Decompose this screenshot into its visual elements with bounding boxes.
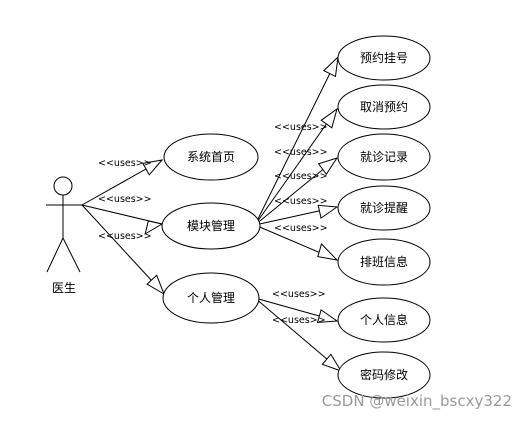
edge-label-actor-modules: <<uses>>	[98, 194, 152, 205]
actor-right-leg	[62, 237, 81, 273]
actor-head	[53, 176, 73, 196]
actor-label: 医生	[52, 281, 76, 295]
use-case-book-shape	[337, 35, 431, 81]
arrowheads	[142, 55, 343, 372]
edge-label-modules-schedule: <<uses>>	[274, 223, 328, 234]
use-case-home-shape	[163, 133, 259, 181]
arrowhead-remind	[317, 204, 339, 219]
use-case-home-label: 系统首页	[187, 150, 235, 164]
edge-label-actor-personal: <<uses>>	[98, 231, 152, 242]
use-case-shapes	[161, 35, 431, 399]
arrowhead-cancel	[320, 107, 338, 129]
edge-label-actor-home: <<uses>>	[98, 158, 152, 169]
actor-left-leg	[46, 237, 64, 273]
edge-label-personal-password: <<uses>>	[272, 315, 326, 326]
use-case-records-label: 就诊记录	[360, 150, 408, 164]
edge-label-modules-book: <<uses>>	[274, 122, 328, 133]
use-case-info-shape	[337, 297, 431, 343]
use-case-personal-label: 个人管理	[187, 290, 235, 305]
use-case-modules-shape	[161, 202, 261, 250]
use-case-info-label: 个人信息	[360, 312, 408, 327]
edge-label-modules-cancel: <<uses>>	[274, 147, 328, 158]
arrowhead-modules	[144, 220, 164, 235]
use-case-password-shape	[337, 351, 431, 399]
arrowhead-home	[142, 159, 164, 176]
use-case-records-shape	[337, 133, 431, 181]
edge-actor-personal	[81, 204, 165, 295]
arrowhead-schedule	[317, 243, 339, 261]
use-case-remind-label: 就诊提醒	[360, 200, 408, 215]
use-case-remind-shape	[337, 185, 431, 231]
edge-label-modules-records: <<uses>>	[274, 171, 328, 182]
use-case-cancel-label: 取消预约	[360, 99, 408, 114]
use-case-personal-shape	[162, 272, 260, 324]
use-case-schedule-label: 排班信息	[360, 254, 408, 269]
arrowhead-password	[321, 353, 343, 372]
watermark: CSDN @weixin_bscxy322	[322, 392, 512, 411]
use-case-book-label: 预约挂号	[360, 50, 408, 65]
arrowhead-personal	[146, 274, 165, 296]
use-case-cancel-shape	[337, 84, 431, 130]
edge-label-modules-remind: <<uses>>	[274, 196, 328, 207]
actor-figure	[46, 176, 82, 273]
use-case-modules-label: 模块管理	[187, 218, 235, 233]
edge-modules-cancel	[254, 108, 338, 226]
use-case-password-label: 密码修改	[360, 367, 408, 382]
edge-label-personal-info: <<uses>>	[272, 289, 326, 300]
edge-modules-book	[254, 56, 339, 226]
arrowhead-info	[316, 309, 339, 324]
arrowhead-records	[317, 157, 339, 176]
arrowhead-book	[322, 55, 339, 78]
use-case-schedule-shape	[337, 238, 431, 286]
